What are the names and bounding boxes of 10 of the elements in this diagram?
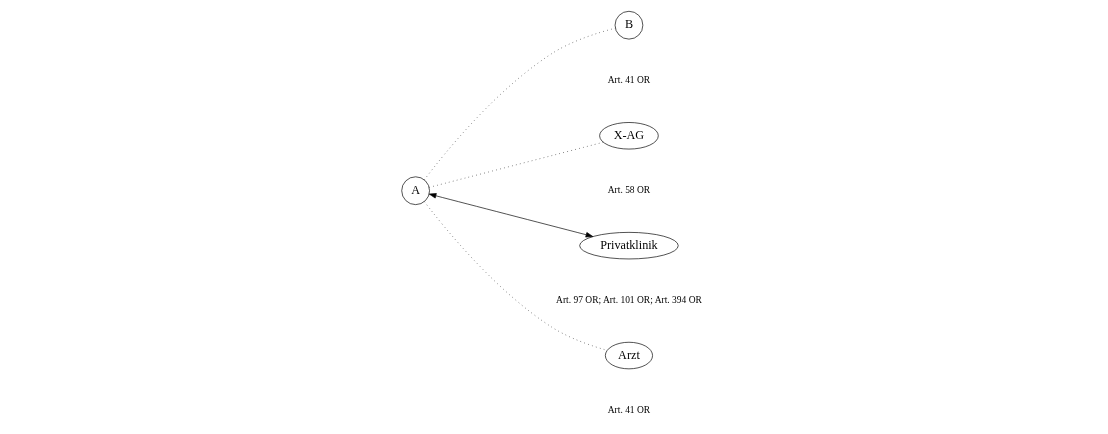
node-label: Art. 41 OR xyxy=(607,75,651,86)
node-ellipse: X-AG xyxy=(599,122,659,150)
node-circle: B xyxy=(614,10,644,40)
node-ellipse: Arzt xyxy=(605,341,653,370)
connector xyxy=(424,27,616,181)
node-label: Art. 58 OR xyxy=(607,185,651,196)
node-label: Art. 97 OR; Art. 101 OR; Art. 394 OR xyxy=(556,295,702,306)
node-label: Art. 41 OR xyxy=(607,405,651,415)
arrow xyxy=(428,193,594,238)
node-circle: A xyxy=(401,176,430,205)
